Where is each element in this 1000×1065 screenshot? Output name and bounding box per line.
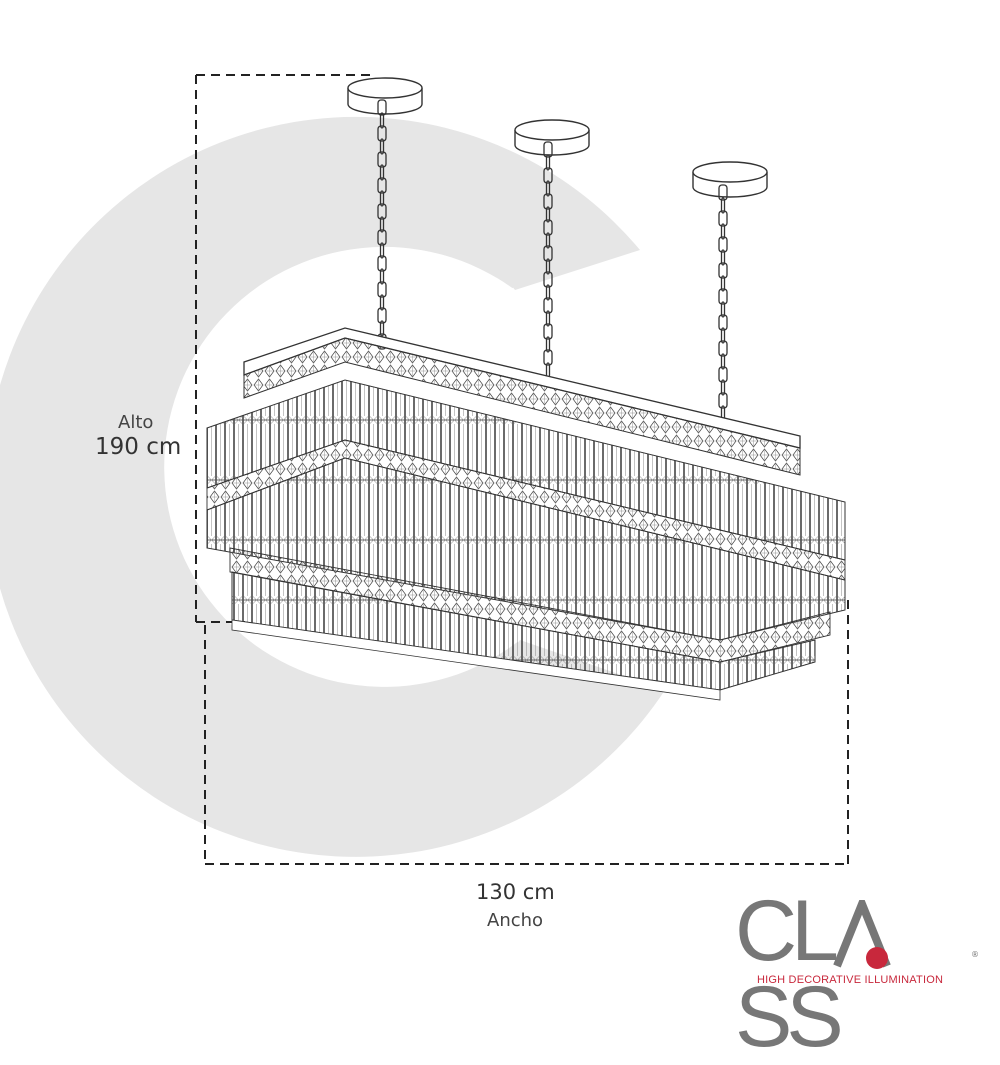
chain-link — [543, 141, 553, 158]
chain-link — [720, 275, 726, 292]
width-value: 130 cm — [476, 880, 555, 904]
brand-tagline: HIGH DECORATIVE ILLUMINATION — [757, 974, 944, 986]
chain-link — [720, 353, 726, 370]
registered-mark: ® — [971, 950, 979, 959]
chain-icon — [377, 99, 728, 422]
chain-link — [543, 323, 553, 340]
chain-link — [718, 366, 728, 383]
chain-link — [379, 164, 385, 181]
chain-link — [543, 297, 553, 314]
chain-link — [379, 242, 385, 259]
height-value: 190 cm — [95, 434, 182, 460]
brand-logo: CL SS ® HIGH DECORATIVE ILLUMINATION — [735, 888, 985, 1060]
chain-link — [543, 349, 553, 366]
chain-link — [545, 310, 551, 327]
chain-link — [545, 284, 551, 301]
chain-link — [720, 379, 726, 396]
chain-link — [379, 190, 385, 207]
chain-link — [377, 99, 387, 116]
chain-link — [545, 258, 551, 275]
chain-link — [543, 193, 553, 210]
rectangular-crystal-chandelier-icon — [206, 327, 846, 701]
chain-link — [545, 154, 551, 171]
logo-dot-icon — [866, 947, 888, 969]
chain-link — [377, 281, 387, 298]
chain-link — [377, 125, 387, 142]
chain-link — [377, 255, 387, 272]
chain-link — [545, 336, 551, 353]
chain-link — [379, 294, 385, 311]
chain-link — [720, 249, 726, 266]
chain-link — [718, 340, 728, 357]
brand-name-left: CL — [735, 883, 839, 979]
chain-link — [377, 229, 387, 246]
chain-link — [379, 320, 385, 337]
chain-link — [377, 177, 387, 194]
chain-link — [543, 271, 553, 288]
chain-link — [718, 288, 728, 305]
width-label: Ancho — [487, 910, 544, 931]
chain-link — [543, 167, 553, 184]
chain-link — [379, 112, 385, 129]
chain-link — [377, 307, 387, 324]
chain-link — [720, 197, 726, 214]
chain-link — [718, 314, 728, 331]
chain-link — [720, 327, 726, 344]
chain-link — [545, 206, 551, 223]
chain-link — [720, 223, 726, 240]
chain-link — [543, 245, 553, 262]
chain-link — [545, 232, 551, 249]
chain-link — [718, 184, 728, 201]
chain-link — [379, 138, 385, 155]
chain-link — [718, 392, 728, 409]
width-dimension-line — [204, 600, 849, 865]
chain-link — [377, 203, 387, 220]
product-drawing — [0, 74, 849, 865]
chain-link — [379, 216, 385, 233]
ceiling-canopy-icon — [347, 77, 768, 198]
chain-link — [379, 268, 385, 285]
chain-link — [720, 301, 726, 318]
height-label: Alto — [118, 412, 154, 433]
chain-link — [718, 236, 728, 253]
brand-a-glyph — [833, 888, 891, 974]
chain-link — [718, 262, 728, 279]
chain-link — [545, 180, 551, 197]
chain-link — [377, 151, 387, 168]
chain-link — [718, 210, 728, 227]
height-dimension-line — [195, 74, 370, 623]
chain-link — [543, 219, 553, 236]
